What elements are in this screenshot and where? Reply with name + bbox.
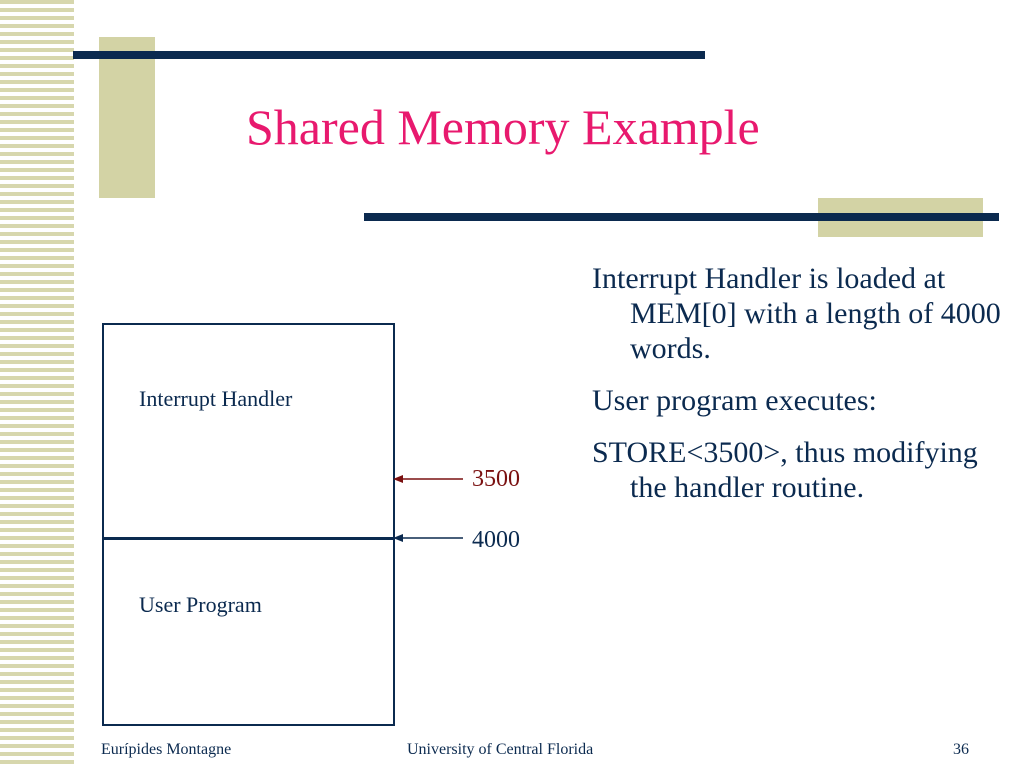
address-label-4000: 4000 (472, 527, 520, 553)
arrow-3500-icon (393, 475, 463, 483)
footer-author: Eurípides Montagne (101, 741, 232, 758)
memory-segment-interrupt-handler: Interrupt Handler (139, 386, 293, 411)
arrow-4000-icon (393, 534, 463, 542)
memory-divider (104, 537, 393, 540)
bullet-list: Interrupt Handler is loaded at MEM[0] wi… (592, 261, 1002, 522)
address-label-3500: 3500 (472, 466, 520, 492)
footer-page-number: 36 (953, 741, 969, 758)
footer-institution: University of Central Florida (407, 741, 594, 758)
slide-title: Shared Memory Example (246, 99, 760, 155)
bullet-item: STORE<3500>, thus modifying the handler … (592, 436, 978, 504)
bullet-item: Interrupt Handler is loaded at MEM[0] wi… (592, 262, 1001, 365)
decorative-block-top (99, 37, 155, 198)
decorative-stripes (0, 0, 74, 768)
title-rule-top (73, 51, 705, 59)
bullet-item: User program executes: (592, 384, 877, 417)
title-rule-bottom (364, 213, 999, 221)
memory-diagram: Interrupt Handler User Program (102, 323, 395, 726)
memory-segment-user-program: User Program (139, 592, 262, 617)
